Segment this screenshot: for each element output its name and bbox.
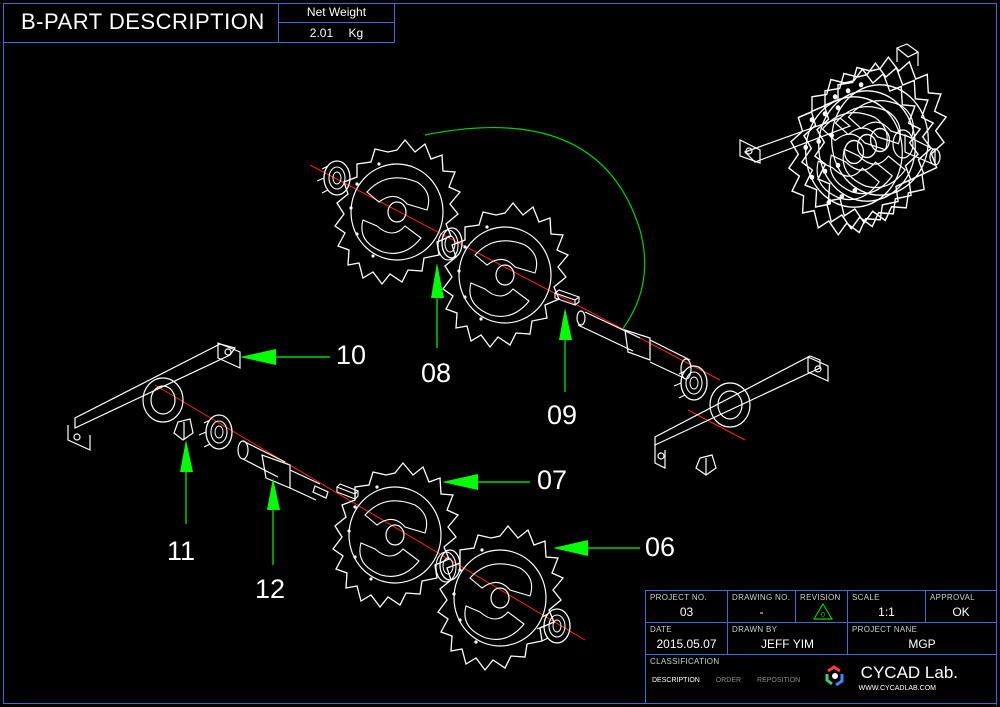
arm-right: [654, 355, 829, 469]
project-name-value: MGP: [908, 637, 936, 651]
approval-value: OK: [952, 605, 970, 619]
project-no-cell: PROJECT NO. 03: [646, 591, 728, 623]
net-weight-unit: Kg: [348, 26, 364, 40]
project-name-label: PROJECT NANE: [852, 625, 918, 634]
scale-label: SCALE: [852, 593, 880, 602]
tab-description[interactable]: DESCRIPTION: [652, 677, 700, 684]
drawing-no-value: -: [759, 605, 764, 619]
drawn-by-value: JEFF YIM: [760, 637, 815, 651]
shaft-12: [237, 440, 329, 501]
bearing-left: [198, 414, 233, 450]
project-name-cell: PROJECT NANE MGP: [848, 623, 997, 655]
scale-cell: SCALE 1:1: [848, 591, 926, 623]
spacer-lower: [435, 549, 461, 583]
drawing-frame: [3, 3, 997, 704]
revision-cell: REVISION 0: [796, 591, 848, 623]
drawn-by-label: DRAWN BY: [732, 625, 778, 634]
revision-label: REVISION: [800, 593, 841, 602]
net-weight-value-row: 2.01 Kg: [279, 23, 394, 43]
page-title: B-PART DESCRIPTION: [3, 3, 279, 43]
date-cell: DATE 2015.05.07: [646, 623, 728, 655]
tab-order[interactable]: ORDER: [715, 677, 742, 684]
date-label: DATE: [650, 625, 672, 634]
net-weight-value: 2.01: [309, 26, 334, 40]
project-no-value: 03: [679, 605, 694, 619]
assembly-arc: [424, 127, 646, 331]
bracket-11: [173, 418, 194, 441]
approval-label: APPROVAL: [930, 593, 975, 602]
net-weight-box: Net Weight 2.01 Kg: [279, 3, 395, 43]
drawn-by-cell: DRAWN BY JEFF YIM: [728, 623, 848, 655]
leader-lines: [180, 263, 640, 565]
approval-cell: APPROVAL OK: [926, 591, 997, 623]
cycad-logo-icon: [825, 665, 844, 687]
drawing-no-label: DRAWING NO.: [732, 593, 791, 602]
sprocket-06: [437, 525, 564, 671]
callout-06: 06: [645, 532, 676, 562]
callout-07: 07: [537, 465, 568, 495]
brand-name: CYCAD Lab.: [860, 663, 958, 682]
sprocket-top-1: [334, 139, 461, 285]
classification-cell: CLASSIFICATION DESCRIPTION ORDER REPOSIT…: [646, 655, 997, 705]
callout-12: 12: [255, 574, 286, 604]
net-weight-label: Net Weight: [279, 3, 394, 23]
brand-url: WWW.CYCADLAB.COM: [858, 685, 936, 692]
bearing-top-left: [316, 160, 351, 196]
assembled-preview: [739, 43, 947, 236]
sprocket-top-2: [442, 202, 569, 348]
callout-11: 11: [167, 536, 196, 566]
callout-09: 09: [547, 400, 578, 430]
title-block: PROJECT NO. 03 DRAWING NO. - REVISION 0 …: [645, 590, 997, 705]
callout-10: 10: [336, 340, 367, 370]
tab-reposition[interactable]: REPOSITION: [757, 677, 801, 684]
scale-value: 1:1: [878, 605, 895, 619]
project-no-label: PROJECT NO.: [650, 593, 707, 602]
callout-08: 08: [421, 358, 452, 388]
bracket-right: [695, 454, 717, 476]
classification-tabs: DESCRIPTION ORDER REPOSITION: [652, 677, 814, 684]
revision-triangle-icon: 0: [813, 603, 833, 620]
drawing-no-cell: DRAWING NO. -: [728, 591, 796, 623]
key-09: [553, 289, 581, 306]
sprocket-07: [332, 462, 459, 608]
classification-label: CLASSIFICATION: [650, 657, 720, 666]
date-value: 2015.05.07: [656, 637, 717, 651]
shaft-top: [576, 310, 692, 380]
arm-left: [67, 342, 241, 451]
revision-value: 0: [821, 612, 825, 619]
